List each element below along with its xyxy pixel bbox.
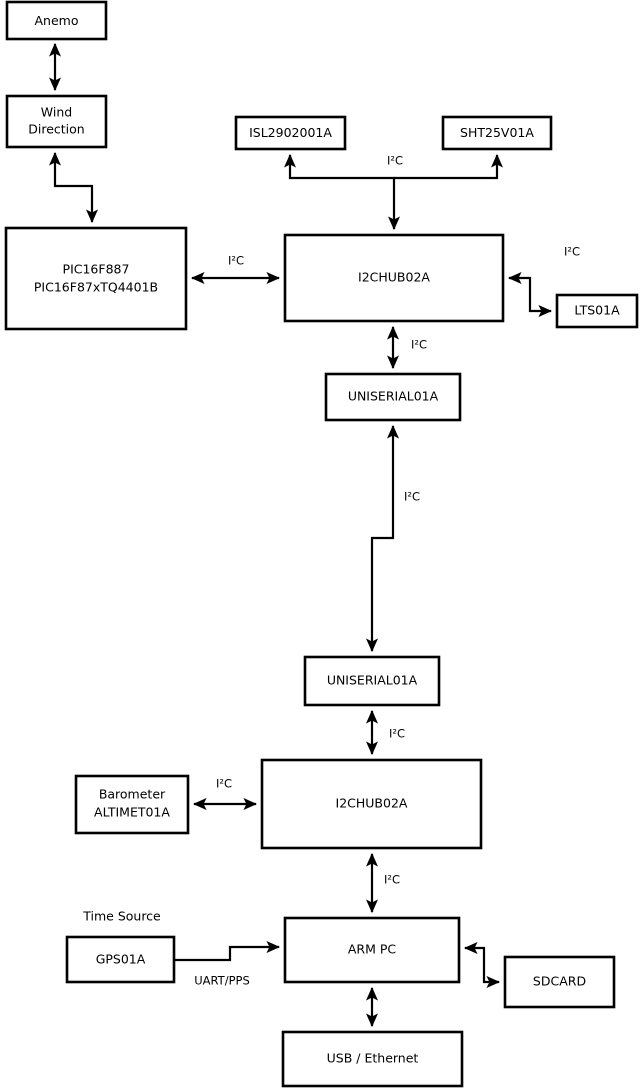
node-usb-ethernet-label: USB / Ethernet [327, 1051, 419, 1066]
node-anemo[interactable]: Anemo [5, 0, 108, 41]
node-gps01a-box[interactable] [65, 935, 176, 984]
node-sht25v01a-label: SHT25V01A [460, 125, 534, 140]
edge-i2chub-top-lts [507, 271, 553, 318]
edge-label-i2c-long-link: I²C [404, 490, 420, 504]
edge-label-i2c-hub2-arm: I²C [384, 873, 400, 887]
node-uniserial01a-bottom-label: UNISERIAL01A [327, 673, 418, 688]
edge-arm-pc-sdcard [463, 941, 501, 989]
node-isl2902001a-box[interactable] [234, 115, 347, 151]
node-anemo-label: Anemo [35, 13, 79, 28]
node-i2chub02a-top-box[interactable] [283, 233, 505, 323]
node-arm-pc-label: ARM PC [348, 942, 397, 957]
node-lts01a-label: LTS01A [574, 303, 620, 318]
label-time-source: Time Source [82, 909, 161, 924]
node-uniserial01a-top[interactable]: UNISERIAL01A [324, 372, 462, 422]
node-i2chub02a-top-label: I2CHUB02A [358, 270, 430, 285]
edge-label-i2c-uniserial-hub2: I²C [389, 727, 405, 741]
node-usb-ethernet-box[interactable] [281, 1030, 464, 1088]
node-pic-microcontroller-label-line2: PIC16F87xTQ4401B [34, 280, 158, 295]
node-sdcard-box[interactable] [503, 955, 616, 1009]
edge-i2chub-top-to-sht [394, 153, 504, 180]
edge-label-i2c-pic-hub: I²C [228, 254, 244, 268]
free-labels-layer: Time Source [82, 909, 161, 924]
node-pic-microcontroller-label-line1: PIC16F887 [63, 262, 130, 277]
node-gps01a[interactable]: GPS01A [65, 935, 176, 984]
edge-wind-direction-pic [48, 151, 99, 224]
node-sht25v01a[interactable]: SHT25V01A [441, 115, 553, 151]
node-anemo-box[interactable] [5, 0, 108, 41]
node-sht25v01a-box[interactable] [441, 115, 553, 151]
edge-i2chub-top-branch-bus [283, 153, 401, 231]
node-uniserial01a-bottom[interactable]: UNISERIAL01A [303, 655, 441, 707]
node-i2chub02a-top[interactable]: I2CHUB02A [283, 233, 505, 323]
node-gps01a-label: GPS01A [96, 952, 146, 967]
node-wind-direction-label-line2: Direction [28, 122, 84, 137]
node-wind-direction-label-line1: Wind [41, 105, 72, 120]
node-uniserial01a-top-box[interactable] [324, 372, 462, 422]
edge-label-uart-pps: UART/PPS [194, 974, 250, 988]
node-i2chub02a-bottom-box[interactable] [260, 758, 483, 850]
node-wind-direction[interactable]: Wind Direction [5, 94, 108, 149]
node-usb-ethernet[interactable]: USB / Ethernet [281, 1030, 464, 1088]
node-i2chub02a-bottom-label: I2CHUB02A [336, 796, 408, 811]
node-arm-pc[interactable]: ARM PC [283, 916, 461, 984]
edge-labels-layer: I²C I²C I²C I²C I²C I²C I²C I²C UART/PPS [194, 154, 580, 988]
node-isl2902001a[interactable]: ISL2902001A [234, 115, 347, 151]
edge-uniserial-top-uniserial-bottom [365, 424, 400, 653]
node-sdcard-label: SDCARD [533, 974, 586, 989]
node-barometer-altimet01a-label-line1: Barometer [99, 787, 166, 802]
node-pic-microcontroller[interactable]: PIC16F887 PIC16F87xTQ4401B [4, 226, 188, 331]
node-pic-microcontroller-box[interactable] [4, 226, 188, 331]
node-barometer-altimet01a-label-line2: ALTIMET01A [94, 805, 170, 820]
node-barometer-altimet01a-box[interactable] [74, 774, 190, 835]
node-wind-direction-box[interactable] [5, 94, 108, 149]
edges-layer [48, 42, 553, 1028]
nodes-layer: Anemo Wind Direction PIC16F887 PIC16F87x… [4, 0, 639, 1088]
node-lts01a-box[interactable] [555, 293, 639, 329]
node-lts01a[interactable]: LTS01A [555, 293, 639, 329]
edge-label-i2c-hub-uniserial: I²C [411, 338, 427, 352]
node-sdcard[interactable]: SDCARD [503, 955, 616, 1009]
node-uniserial01a-top-label: UNISERIAL01A [348, 389, 439, 404]
edge-label-i2c-hub-lts: I²C [564, 245, 580, 259]
node-uniserial01a-bottom-box[interactable] [303, 655, 441, 707]
edge-gps-arm-pc [174, 940, 281, 962]
node-barometer-altimet01a[interactable]: Barometer ALTIMET01A [74, 774, 190, 835]
edge-label-i2c-top-branch: I²C [387, 154, 403, 168]
node-isl2902001a-label: ISL2902001A [249, 125, 332, 140]
node-arm-pc-box[interactable] [283, 916, 461, 984]
node-i2chub02a-bottom[interactable]: I2CHUB02A [260, 758, 483, 850]
edge-label-i2c-barometer-hub2: I²C [216, 777, 232, 791]
